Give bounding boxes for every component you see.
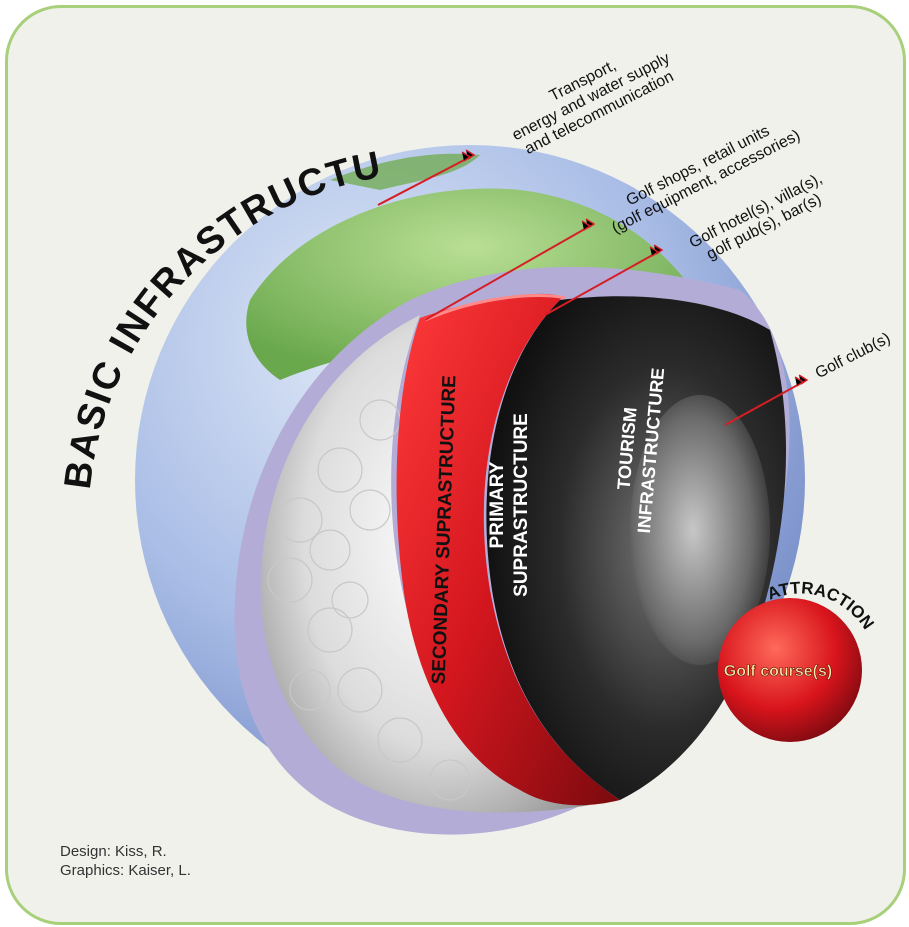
golf-club-callout: Golf club(s) (813, 330, 894, 382)
golf-club-core (630, 395, 770, 665)
callout-arrowheads (461, 149, 809, 387)
svg-text:PRIMARY: PRIMARY (487, 461, 508, 548)
callout-lines (377, 156, 804, 426)
credits: Design: Kiss, R. Graphics: Kaiser, L. (60, 842, 191, 880)
secondary-suprastructure-shell (260, 315, 590, 813)
svg-text:SUPRASTRUCTURE: SUPRASTRUCTURE (511, 413, 532, 597)
golf-course-label: Golf course(s) (724, 663, 832, 680)
design-credit: Design: Kiss, R. (60, 843, 167, 860)
svg-text:Golf club(s): Golf club(s) (813, 330, 894, 382)
graphics-credit: Graphics: Kaiser, L. (60, 862, 191, 879)
transport-callout: Transport, energy and water supply and t… (510, 50, 677, 158)
primary-suprastructure-label: PRIMARY SUPRASTRUCTURE (487, 413, 532, 597)
golf-course-ball (718, 598, 862, 742)
primary-suprastructure-shell (396, 293, 620, 806)
